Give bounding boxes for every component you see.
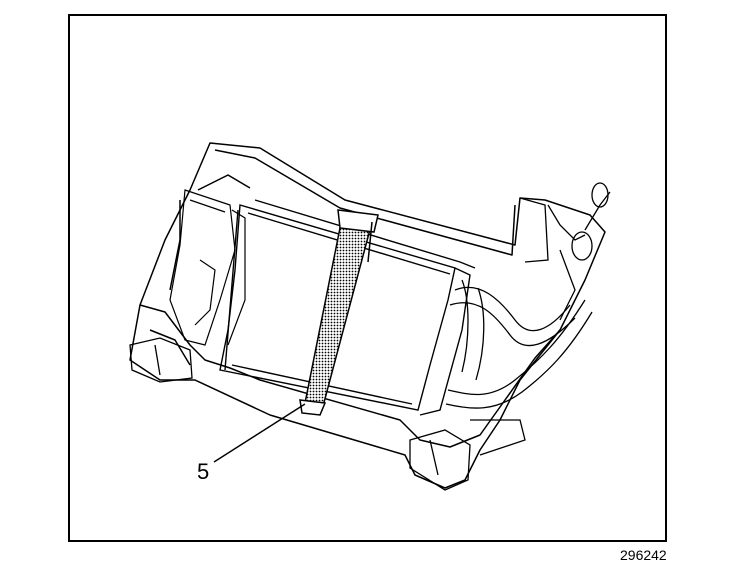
strap <box>299 209 379 416</box>
heater-pipes <box>445 182 611 409</box>
housing-outline <box>129 142 606 489</box>
left-frame-panel <box>169 189 246 346</box>
mounting-feet <box>129 337 526 491</box>
callout-leader-line <box>213 403 306 463</box>
callout-label-5: 5 <box>197 459 210 484</box>
figure-number: 296242 <box>620 547 667 563</box>
figure-frame <box>68 14 667 542</box>
